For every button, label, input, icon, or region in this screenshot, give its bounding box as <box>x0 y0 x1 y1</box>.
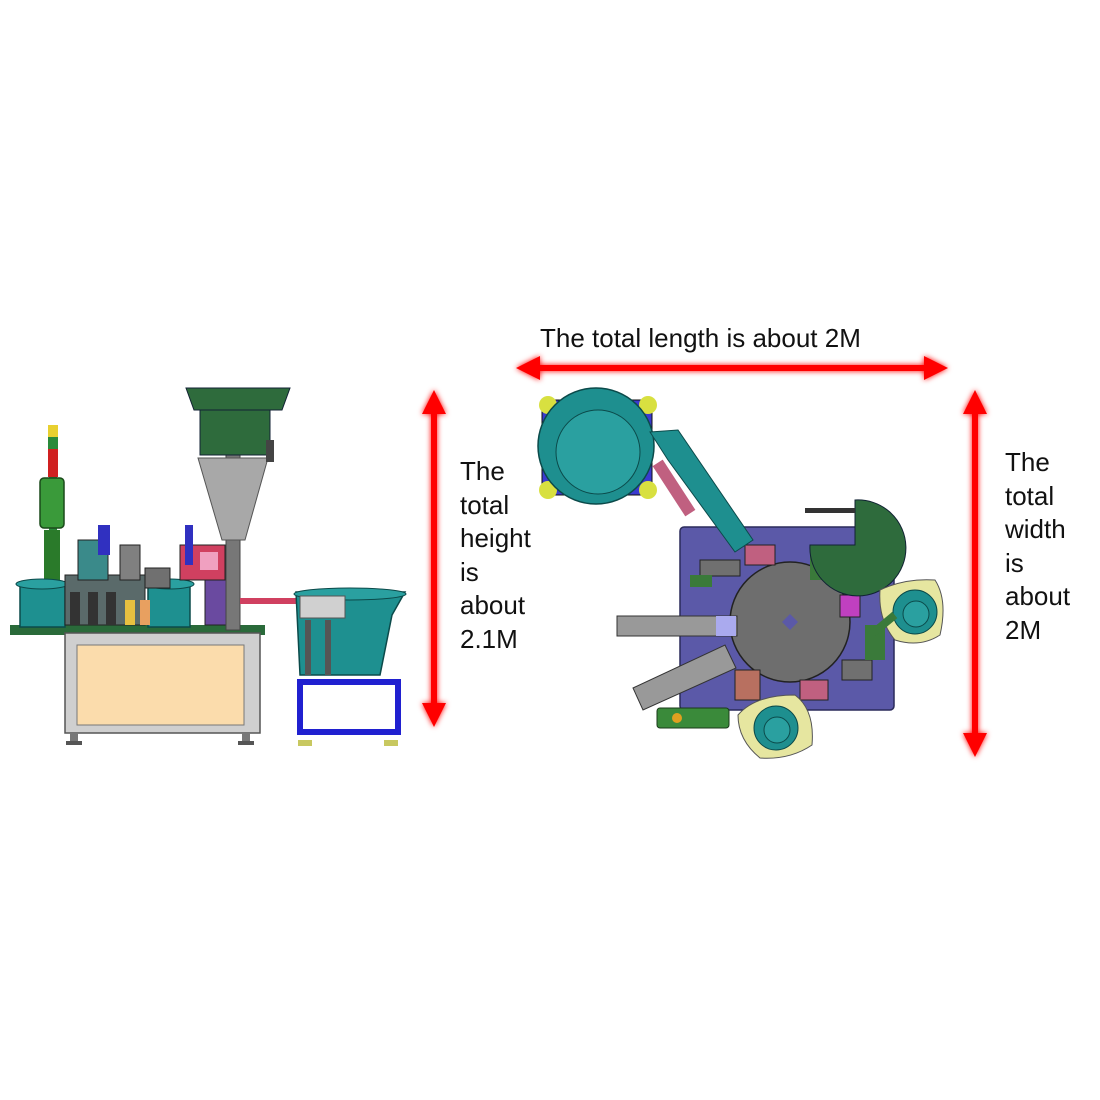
width-label-line: width <box>1005 514 1066 544</box>
height-label-line: is <box>460 556 479 587</box>
length-label: The total length is about 2M <box>540 323 861 353</box>
height-label-line: 2.1M <box>460 623 518 654</box>
width-label-line: total <box>1005 480 1055 511</box>
height-label-line: The <box>460 456 505 486</box>
height-label-line: about <box>460 590 526 620</box>
width-label-line: about <box>1005 581 1071 611</box>
width-label: The total width is about 2M <box>1005 446 1070 647</box>
width-label-line: The <box>1005 447 1050 477</box>
top-view-machine <box>537 387 944 759</box>
side-view-machine <box>10 387 407 746</box>
height-label-line: height <box>460 523 531 553</box>
height-label-line: total <box>460 489 510 520</box>
width-label-line: is <box>1005 547 1024 578</box>
height-label: The total height is about 2.1M <box>460 455 531 656</box>
width-label-line: 2M <box>1005 614 1042 645</box>
